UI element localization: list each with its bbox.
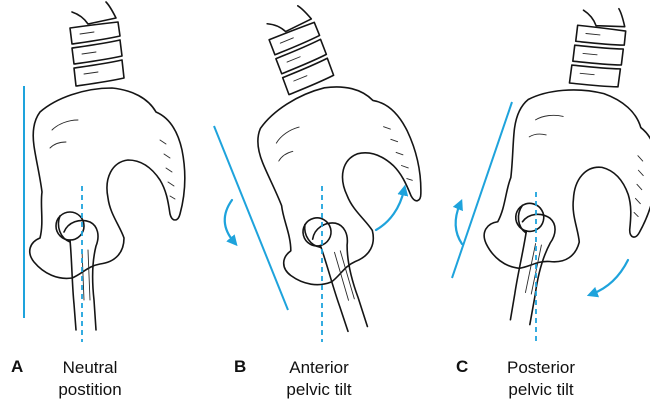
panel-c-reference-line bbox=[452, 102, 512, 278]
panel-c-letter: C bbox=[456, 357, 468, 377]
panel-b-caption-text: Anterior pelvic tilt bbox=[269, 357, 369, 401]
panel-b-illustration bbox=[214, 0, 454, 343]
panel-b-caption: B Anterior pelvic tilt bbox=[217, 357, 417, 401]
panel-a-letter: A bbox=[11, 357, 23, 377]
panel-b-rotation-arrow-right bbox=[376, 190, 404, 230]
panel-c-caption: C Posterior pelvic tilt bbox=[448, 357, 648, 401]
panel-a-caption-line1: Neutral bbox=[40, 357, 140, 379]
panel-b-caption-line1: Anterior bbox=[269, 357, 369, 379]
panel-c-rotation-arrow-right bbox=[592, 260, 628, 294]
panel-b-rotation-arrow-left bbox=[225, 200, 234, 242]
panel-b-letter: B bbox=[234, 357, 246, 377]
panel-b-caption-line2: pelvic tilt bbox=[269, 379, 369, 401]
panel-c-caption-text: Posterior pelvic tilt bbox=[486, 357, 596, 401]
panel-c-illustration bbox=[452, 0, 650, 346]
panel-a-caption-line2: postition bbox=[40, 379, 140, 401]
panel-c-rotation-arrow-left bbox=[456, 204, 462, 244]
panel-a-illustration bbox=[24, 2, 185, 342]
panel-a-caption: A Neutral postition bbox=[0, 357, 200, 401]
panel-c-caption-line2: pelvic tilt bbox=[486, 379, 596, 401]
panel-a-caption-text: Neutral postition bbox=[40, 357, 140, 401]
panel-c-caption-line1: Posterior bbox=[486, 357, 596, 379]
